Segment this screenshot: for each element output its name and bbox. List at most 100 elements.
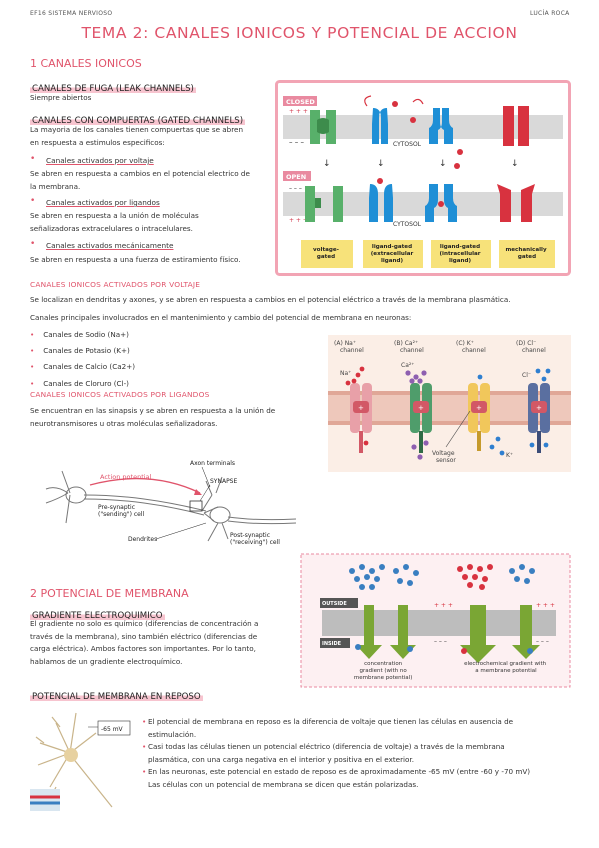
ion-dot xyxy=(467,564,473,570)
ion-dot xyxy=(479,584,485,590)
voltage-list-intro: Canales principales involucrados en el m… xyxy=(30,313,412,322)
label-ligand-int-3: ligand) xyxy=(449,258,472,264)
rest-bullet-2: • Casi todas las células tienen un poten… xyxy=(142,742,505,764)
concentration-caption-2: gradient (with no xyxy=(359,668,407,674)
leak-heading: CANALES DE FUGA (LEAK CHANNELS) xyxy=(30,84,196,94)
ion-channels-figure: (A) Na⁺ channel (B) Ca²⁺ channel (C) K⁺ … xyxy=(328,335,571,472)
svg-text:+: + xyxy=(536,404,542,412)
ion-item: •Canales de Potasio (K+) xyxy=(30,346,130,356)
ion-dot xyxy=(369,584,375,590)
svg-text:(A) Na⁺ channel (B) Ca: (A) Na⁺ channel (B) Ca²⁺ channel (C) K⁺ … xyxy=(334,340,546,354)
svg-text:– – –: – – – xyxy=(289,185,302,192)
section2-heading: 2 POTENCIAL DE MEMBRANA xyxy=(30,587,189,600)
ion-item: •Canales de Calcio (Ca2+) xyxy=(30,362,136,372)
ion-dot xyxy=(359,564,365,570)
bullet-dot: • xyxy=(30,154,36,164)
electrochemical-caption-2: a membrane potential xyxy=(475,668,537,674)
svg-text:Voltage sensor: Voltage sensor xyxy=(432,450,456,464)
electrochemical-caption-1: electrochemical gradient with xyxy=(464,661,547,667)
gradient-figure: OUTSIDE INSIDE + + + + + + – – – – – – c… xyxy=(300,553,571,688)
ion-dot xyxy=(482,576,488,582)
ion-dot xyxy=(359,584,365,590)
concentration-caption-1: concentration xyxy=(364,661,403,667)
cl-ion-label: Cl⁻ xyxy=(522,372,531,379)
svg-text:+: + xyxy=(418,404,424,412)
action-potential-label: Action potential xyxy=(100,473,152,481)
gated-intro: La mayoria de los canales tienen compuer… xyxy=(30,125,244,147)
bullet-dot: • xyxy=(30,239,36,249)
ligand-gated-text: Se abren en respuesta a la unión de molé… xyxy=(30,211,199,233)
svg-text:– – –: – – – xyxy=(536,638,549,645)
label-ligand-int-1: ligand-gated xyxy=(440,244,480,250)
k-ion-label: K⁺ xyxy=(506,452,513,459)
svg-text:+ + +: + + + xyxy=(536,602,555,609)
outside-label: OUTSIDE xyxy=(322,601,347,607)
ion-dot xyxy=(364,574,370,580)
ion-dot xyxy=(527,648,533,654)
na-ion-label: Na⁺ xyxy=(340,370,351,377)
svg-text:+ + +: + + + xyxy=(289,108,308,115)
label-ligand-ext-1: ligand-gated xyxy=(372,244,412,250)
ion-dot xyxy=(369,568,375,574)
ion-dot xyxy=(397,578,403,584)
svg-text:voltage- gated ligand-: voltage- gated ligand-gated (extracellul… xyxy=(313,244,549,264)
ligand-gated-label: Canales activados por ligandos xyxy=(46,198,160,207)
ion-dot xyxy=(407,580,413,586)
label-voltage-1: voltage- xyxy=(313,247,340,253)
ion-dot xyxy=(529,568,535,574)
svg-text:↓: ↓ xyxy=(323,159,331,169)
rest-bullet-3: • En las neuronas, este potencial en est… xyxy=(142,767,531,789)
resting-neuron-figure: -65 mV xyxy=(30,712,131,811)
voltage-gated-text: Se abren en respuesta a cambios en el po… xyxy=(30,169,250,191)
k-channel-tag: (C) K⁺ xyxy=(456,340,474,347)
post-synaptic-label-1: Post-synaptic xyxy=(230,532,270,539)
ion-dot xyxy=(457,566,463,572)
na-channel-name: channel xyxy=(340,347,364,354)
ion-dot xyxy=(467,582,473,588)
cytosol-label-2: CYTOSOL xyxy=(393,221,422,228)
svg-text:↓: ↓ xyxy=(511,159,519,169)
meter-reading: -65 mV xyxy=(101,726,124,733)
label-mechanical-2: gated xyxy=(518,254,536,260)
ligand-text: Se encuentran en las sinapsis y se abren… xyxy=(30,406,276,428)
svg-text:↓: ↓ xyxy=(439,159,447,169)
neuron-synapse-figure: Action potential Axon terminals SYNAPSE … xyxy=(45,460,297,546)
rest-bullets: • El potencial de membrana en reposo es … xyxy=(142,716,572,792)
svg-text:+ + +: + + + xyxy=(434,602,453,609)
rest-heading: POTENCIAL DE MEMBRANA EN REPOSO xyxy=(30,692,203,702)
mechanical-gated-label: Canales activados mecánicamente xyxy=(46,241,174,250)
k-channel-name: channel xyxy=(462,347,486,354)
ion-channel-list: •Canales de Sodio (Na+) •Canales de Pota… xyxy=(30,327,135,392)
rest-bullet-1: • El potencial de membrana en reposo es … xyxy=(142,717,514,739)
dendrites-label: Dendrites xyxy=(128,536,157,543)
ca-channel-tag: (B) Ca²⁺ xyxy=(394,340,418,347)
label-ligand-int-2: (intracellular xyxy=(440,251,481,257)
gated-heading: CANALES CON COMPUERTAS (GATED CHANNELS) xyxy=(30,116,246,126)
svg-text:Pre-synaptic ("sending") c: Pre-synaptic ("sending") cell xyxy=(98,504,144,518)
pre-synaptic-label-2: ("sending") cell xyxy=(98,511,144,518)
header-right: LUCÍA ROCA xyxy=(530,10,570,17)
na-channel-tag: (A) Na⁺ xyxy=(334,340,356,347)
mechanical-gated-text: Se abren en respuesta a una fuerza de es… xyxy=(30,255,241,264)
voltage-text: Se localizan en dendritas y axones, y se… xyxy=(30,295,511,304)
ion-dot xyxy=(477,566,483,572)
voltage-sensor-label-2: sensor xyxy=(436,457,456,464)
voltage-gated-label: Canales activados por voltaje xyxy=(46,156,154,165)
ion-dot xyxy=(407,646,413,652)
ca-ion-label: Ca²⁺ xyxy=(401,362,414,369)
post-synaptic-label-2: ("receiving") cell xyxy=(230,539,280,546)
header-left: EF16 SISTEMA NERVIOSO xyxy=(30,10,113,17)
ion-dot xyxy=(355,644,361,650)
ion-dot xyxy=(472,574,478,580)
open-label: OPEN xyxy=(286,173,306,181)
ion-dot xyxy=(349,568,355,574)
pre-synaptic-label-1: Pre-synaptic xyxy=(98,504,135,511)
label-ligand-ext-2: (extracellular xyxy=(371,251,414,257)
axon-terminals-label: Axon terminals xyxy=(190,460,235,467)
ion-dot xyxy=(509,568,515,574)
voltage-heading: CANALES IONICOS ACTIVADOS POR VOLTAJE xyxy=(30,280,201,289)
ion-item: •Canales de Cloruro (Cl-) xyxy=(30,378,129,388)
ion-dot xyxy=(487,564,493,570)
ion-dot xyxy=(354,576,360,582)
cl-channel-tag: (D) Cl⁻ xyxy=(516,340,536,347)
